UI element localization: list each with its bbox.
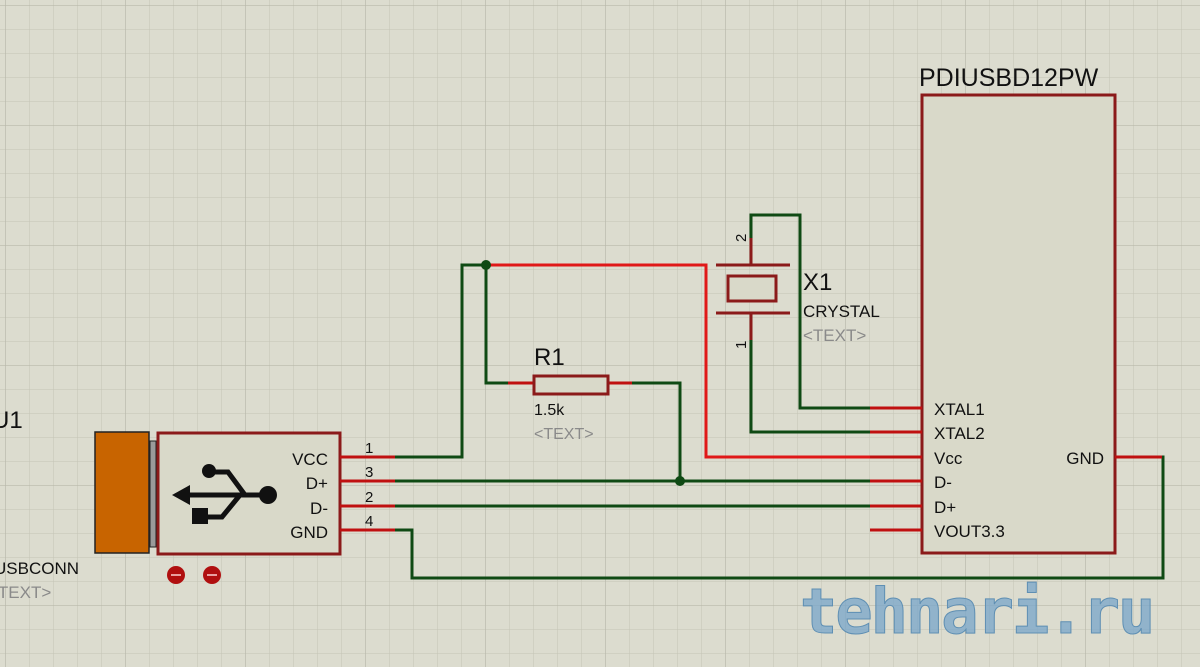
crystal-pin-number: 1 <box>733 341 750 349</box>
chip-pin-label: D+ <box>934 498 956 517</box>
usb-pin-number: 4 <box>365 513 373 530</box>
chip-pin-label: Vcc <box>934 449 963 468</box>
usb-pin-label: GND <box>290 523 328 542</box>
wire-xtal1[interactable] <box>749 213 870 410</box>
x1-ref: X1 <box>803 269 832 296</box>
wire-vcc[interactable] <box>395 263 486 459</box>
x1-type: CRYSTAL <box>803 302 880 321</box>
junction-dot <box>675 476 685 486</box>
crystal-pin-number: 2 <box>733 234 750 242</box>
resistor-r1[interactable] <box>508 374 632 396</box>
chip-pin-label: D- <box>934 473 952 492</box>
chip-pin-label: XTAL2 <box>934 424 985 443</box>
r1-text: <TEXT> <box>534 426 594 443</box>
junction-dot <box>481 260 491 270</box>
usb-pin-number: 2 <box>365 489 373 506</box>
usb-icon <box>172 464 277 524</box>
watermark-logo: tehnari.ru <box>800 575 1153 648</box>
wire-r1-left[interactable] <box>484 265 510 385</box>
r1-value: 1.5k <box>534 402 565 419</box>
usb-type: USBCONN <box>0 559 79 578</box>
usb-ref: U1 <box>0 407 23 434</box>
wire-xtal2[interactable] <box>749 340 870 434</box>
usb-text: <TEXT> <box>0 583 51 602</box>
usb-pin-label: D+ <box>306 474 328 493</box>
usb-connector[interactable]: VCC D+ D- GND 1 3 2 4 <box>94 431 395 584</box>
usb-plug <box>94 431 150 554</box>
x1-text: <TEXT> <box>803 326 866 345</box>
chip-pin-label: GND <box>1066 449 1104 468</box>
wire-r1-right[interactable] <box>630 381 682 481</box>
usb-plug-edge <box>149 440 157 548</box>
chip-pdiusbd12[interactable]: XTAL1 XTAL2 Vcc D- D+ VOUT3.3 GND <box>870 93 1162 555</box>
usb-pin-label: D- <box>310 499 328 518</box>
wire-gnd[interactable] <box>395 455 1165 580</box>
chip-name: PDIUSBD12PW <box>919 64 1099 92</box>
wire-vcc-red[interactable] <box>486 263 870 459</box>
r1-ref: R1 <box>534 344 565 371</box>
wires <box>395 213 1165 580</box>
usb-pin-number: 1 <box>365 440 373 457</box>
chip-pin-label: XTAL1 <box>934 400 985 419</box>
usb-pin-label: VCC <box>292 450 328 469</box>
crystal-x1[interactable]: 2 1 <box>716 234 790 349</box>
chip-pin-label: VOUT3.3 <box>934 522 1005 541</box>
usb-pin-number: 3 <box>365 464 373 481</box>
